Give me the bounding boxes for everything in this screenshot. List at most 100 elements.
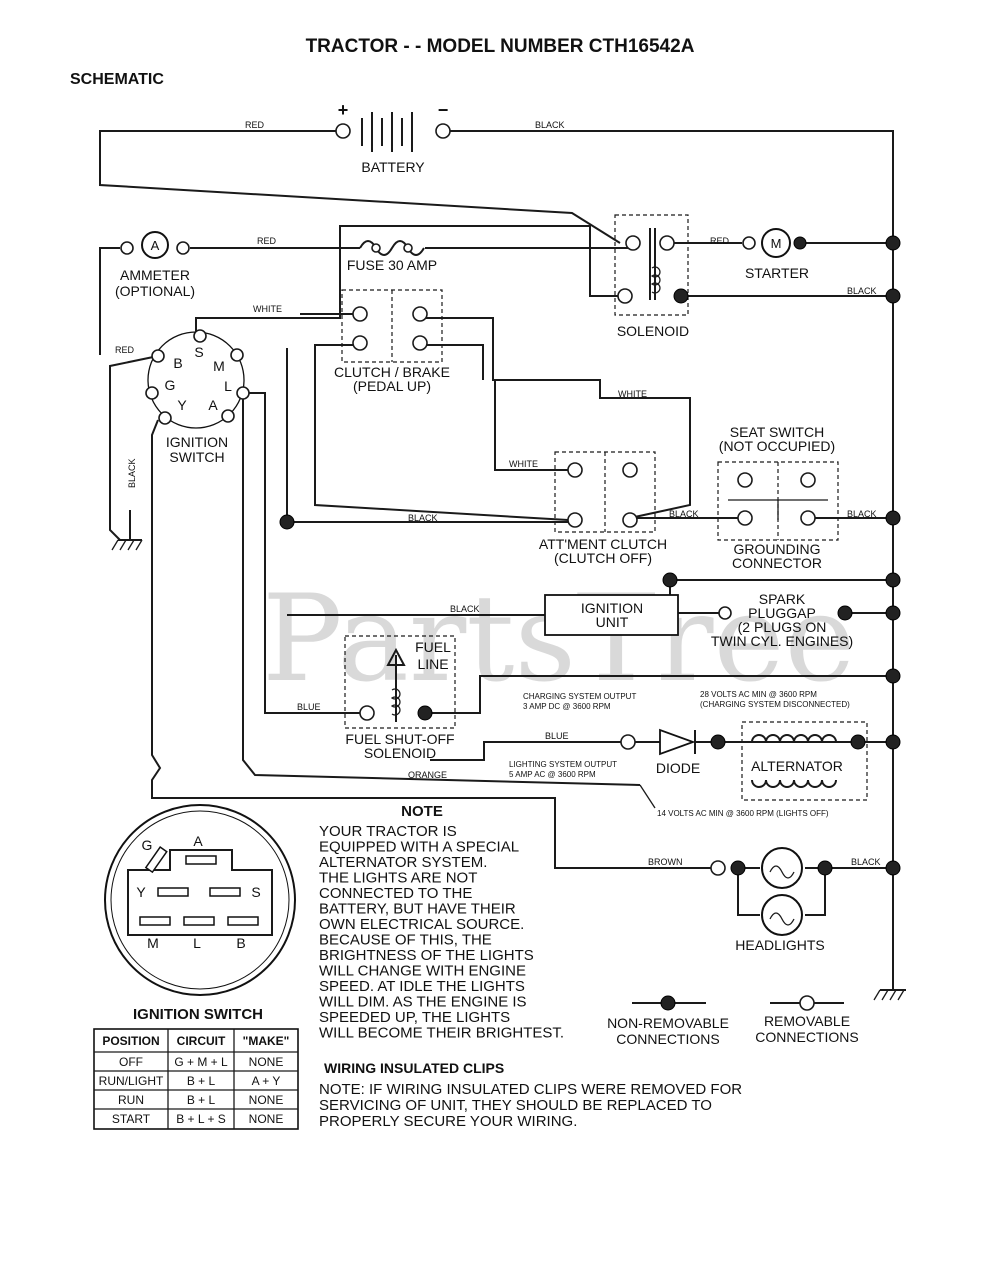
fuse-label: FUSE 30 AMP — [347, 257, 437, 273]
lighting-output: LIGHTING SYSTEM OUTPUT — [509, 760, 617, 769]
volts28-note: (CHARGING SYSTEM DISCONNECTED) — [700, 700, 850, 709]
ignition-table: POSITION CIRCUIT "MAKE" OFF G + M + L NO… — [93, 1028, 299, 1130]
alternator-label: ALTERNATOR — [751, 758, 843, 774]
fuel-label: FUEL — [415, 639, 451, 655]
ammeter: A AMMETER (OPTIONAL) — [115, 231, 195, 299]
table-cell: B + L — [187, 1093, 216, 1107]
ign-term-m: M — [213, 358, 225, 374]
volts14: 14 VOLTS AC MIN @ 3600 RPM (LIGHTS OFF) — [657, 809, 829, 818]
ignition-unit-label: IGNITION — [581, 600, 643, 616]
wire-label-white-solenoid: WHITE — [618, 389, 647, 399]
wire-label-red-ignition: RED — [115, 345, 135, 355]
pin-l: L — [193, 935, 201, 951]
wire-label-black-headlights: BLACK — [851, 857, 881, 867]
legend: NON-REMOVABLE CONNECTIONS REMOVABLE CONN… — [607, 995, 859, 1047]
note-line: CONNECTED TO THE — [319, 885, 472, 902]
note-heading: NOTE — [401, 803, 443, 820]
ign-term-a: A — [208, 397, 218, 413]
note-line: WILL CHANGE WITH ENGINE — [319, 963, 526, 980]
battery-label: BATTERY — [361, 159, 425, 175]
seat-switch-sub: (NOT OCCUPIED) — [719, 438, 835, 454]
table-cell: START — [112, 1112, 151, 1126]
clips-line: NOTE: IF WIRING INSULATED CLIPS WERE REM… — [319, 1081, 742, 1098]
note-line: WILL DIM. AS THE ENGINE IS — [319, 994, 527, 1011]
clutch-brake-sub: (PEDAL UP) — [353, 378, 431, 394]
table-header: CIRCUIT — [177, 1034, 226, 1048]
ignition-switch-label-2: SWITCH — [169, 449, 224, 465]
wire-label-red-ammeter: RED — [257, 236, 277, 246]
charging-output-value: 3 AMP DC @ 3600 RPM — [523, 702, 611, 711]
table-header: "MAKE" — [243, 1034, 290, 1048]
table-cell: G + M + L — [174, 1055, 228, 1069]
table-cell: B + L — [187, 1074, 216, 1088]
wire-label-blue-fuel: BLUE — [297, 702, 321, 712]
table-cell: NONE — [249, 1093, 284, 1107]
spark-note-2: TWIN CYL. ENGINES) — [711, 633, 853, 649]
ign-term-s: S — [194, 344, 203, 360]
ignition-switch-label: IGNITION — [166, 434, 228, 450]
clips-line: PROPERLY SECURE YOUR WIRING. — [319, 1113, 577, 1130]
clutch-brake-label: CLUTCH / BRAKE — [334, 364, 450, 380]
wire-label-black-ignition-unit: BLACK — [450, 604, 480, 614]
fuel-shutoff-solenoid: FUEL LINE FUEL SHUT-OFF SOLENOID — [344, 635, 456, 761]
diode: DIODE — [620, 728, 726, 776]
table-cell: OFF — [119, 1055, 143, 1069]
wire-label-blue-charging: BLUE — [545, 731, 569, 741]
ammeter-optional: (OPTIONAL) — [115, 283, 195, 299]
volts28: 28 VOLTS AC MIN @ 3600 RPM — [700, 690, 817, 699]
note-line: EQUIPPED WITH A SPECIAL — [319, 839, 519, 856]
spark-gap-label: PLUGGAP — [748, 605, 816, 621]
pin-b: B — [236, 935, 245, 951]
clips-note: WIRING INSULATED CLIPS NOTE: IF WIRING I… — [319, 1060, 742, 1130]
wire-label-red-battery: RED — [245, 120, 265, 130]
spark-label: SPARK — [759, 591, 806, 607]
legend-removable: REMOVABLE — [764, 1013, 850, 1029]
ignition-detail-title: IGNITION SWITCH — [133, 1006, 263, 1023]
note-line: BECAUSE OF THIS, THE — [319, 932, 492, 949]
ign-term-y: Y — [177, 397, 187, 413]
ignition-switch-detail: A G Y S M L B IGNITION SWITCH — [104, 804, 296, 1023]
attachment-clutch-switch: ATT'MENT CLUTCH (CLUTCH OFF) — [539, 451, 667, 566]
alternator: ALTERNATOR — [741, 721, 868, 801]
legend-nonremovable: NON-REMOVABLE — [607, 1015, 729, 1031]
spec-annotations: CHARGING SYSTEM OUTPUT 3 AMP DC @ 3600 R… — [509, 690, 850, 818]
battery-minus: − — [438, 100, 449, 120]
wire-label-brown: BROWN — [648, 857, 683, 867]
ign-term-b: B — [173, 355, 182, 371]
ignition-switch: B S M G L Y A IGNITION SWITCH — [145, 329, 250, 465]
wire-label-black-seat: BLACK — [669, 509, 699, 519]
solenoid: SOLENOID — [614, 214, 689, 339]
table-cell: NONE — [249, 1055, 284, 1069]
wire-label-white-ignition: WHITE — [253, 304, 282, 314]
pin-s: S — [251, 884, 260, 900]
table-cell: RUN — [118, 1093, 144, 1107]
note-line: BATTERY, BUT HAVE THEIR — [319, 901, 516, 918]
ignition-unit-sub: UNIT — [596, 614, 629, 630]
solenoid-label: SOLENOID — [617, 323, 689, 339]
table-header: POSITION — [102, 1034, 159, 1048]
attclutch-label: ATT'MENT CLUTCH — [539, 536, 667, 552]
table-cell: B + L + S — [176, 1112, 226, 1126]
table-cell: A + Y — [252, 1074, 281, 1088]
pin-y: Y — [136, 884, 146, 900]
legend-nonremovable-sub: CONNECTIONS — [616, 1031, 719, 1047]
page-title: TRACTOR - - MODEL NUMBER CTH16542A — [306, 36, 695, 57]
wire-labels: RED BLACK RED RED BLACK WHITE RED WHITE … — [115, 120, 881, 867]
wire-label-black-solenoid: BLACK — [847, 286, 877, 296]
table-cell: RUN/LIGHT — [99, 1074, 164, 1088]
wires — [99, 130, 906, 1001]
lighting-output-value: 5 AMP AC @ 3600 RPM — [509, 770, 596, 779]
clutch-brake-switch: CLUTCH / BRAKE (PEDAL UP) — [334, 289, 450, 394]
pin-m: M — [147, 935, 159, 951]
headlights: HEADLIGHTS — [710, 847, 833, 953]
note-line: WILL BECOME THEIR BRIGHTEST. — [319, 1025, 564, 1042]
seat-switch-label: SEAT SWITCH — [730, 424, 824, 440]
note-line: OWN ELECTRICAL SOURCE. — [319, 916, 524, 933]
fuel-line-label: LINE — [417, 656, 448, 672]
wire-label-white-attclutch: WHITE — [509, 459, 538, 469]
starter-label: STARTER — [745, 265, 809, 281]
schematic-label: SCHEMATIC — [70, 71, 164, 88]
wire-label-black-seat-right: BLACK — [847, 509, 877, 519]
wire-label-black-ground: BLACK — [408, 513, 438, 523]
